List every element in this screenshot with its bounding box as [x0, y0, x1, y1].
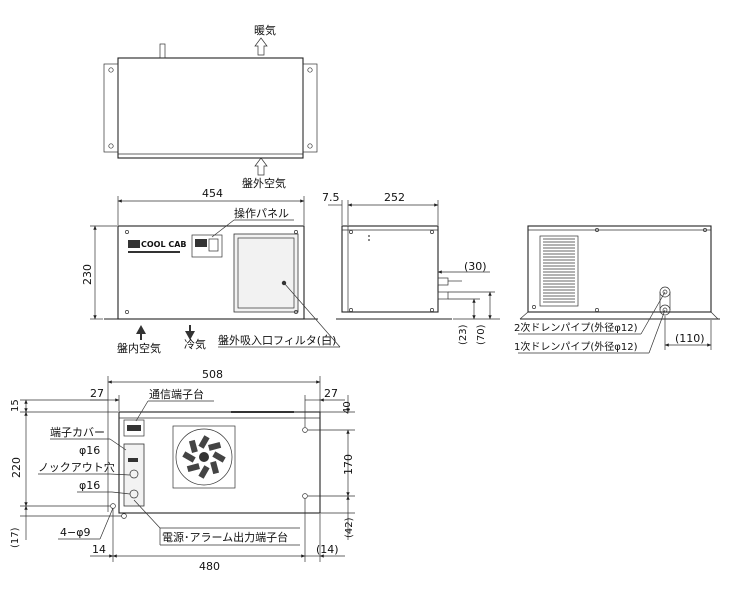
terminal-cover-label: 端子カバー — [50, 426, 105, 439]
fan-icon — [175, 428, 233, 486]
side-dim-70: (70) — [476, 324, 487, 345]
overall-width-dim: 508 — [202, 368, 223, 381]
bottom-42-dim: (42) — [344, 517, 355, 538]
outside-air-arrow-icon — [254, 157, 268, 176]
mount-view-body — [118, 411, 321, 514]
side-dim-30: (30) — [464, 260, 487, 273]
width-480-dim: 480 — [199, 560, 220, 573]
warm-air-arrow-icon — [254, 37, 268, 56]
inside-air-arrow-icon — [136, 325, 146, 340]
front-height-dim: 230 — [81, 264, 94, 285]
rear-grille — [539, 235, 579, 307]
cold-air-label: 冷気 — [184, 337, 206, 351]
front-width-dim: 454 — [202, 187, 223, 200]
fan-blade — [198, 435, 210, 449]
mount-hole-tr-icon — [302, 427, 308, 433]
left-27-dim: 27 — [90, 387, 104, 400]
power-terminal-label: 電源･アラーム出力端子台 — [162, 530, 288, 544]
operation-panel-label: 操作パネル — [234, 206, 289, 220]
front-view: COOL CAB 操作パネル 454 230 盤内空気 冷気 盤外吸入口フィルタ… — [81, 187, 341, 355]
fan-blade — [208, 441, 222, 451]
side-view-body — [341, 225, 439, 313]
height-170-dim: 170 — [342, 454, 355, 475]
top-view: 暖気 盤外空気 — [103, 23, 318, 190]
fan-guard — [172, 425, 236, 489]
brand-underline — [128, 251, 180, 253]
top-view-right-flange — [302, 63, 318, 153]
filter-label: 盤外吸入口フィルタ(白) — [218, 333, 336, 347]
phi16-lower-label: φ16 — [79, 479, 100, 492]
top-15-dim: 15 — [10, 399, 21, 412]
phi16-upper-label: φ16 — [79, 444, 100, 457]
mount-hole-br-icon — [302, 493, 308, 499]
knockout-hole-upper-icon — [129, 469, 139, 479]
warm-air-label: 暖気 — [254, 23, 276, 37]
knockout-label: ノックアウト穴 — [38, 460, 115, 474]
brand-logo-icon — [128, 240, 140, 248]
filter-panel — [233, 233, 299, 313]
comm-terminal-block — [123, 419, 145, 437]
fan-blade — [188, 439, 198, 453]
right-27-dim: 27 — [324, 387, 338, 400]
drain-pipe-1-label: 1次ドレンパイプ(外径φ12) — [514, 340, 638, 353]
outside-air-label: 盤外空気 — [242, 176, 286, 190]
bottom-17-dim: (17) — [10, 527, 21, 548]
top-view-pipe — [159, 43, 166, 59]
mount-view: 通信端子台 端子カバー φ16 ノックアウト穴 φ16 4−φ9 電源･アラーム… — [10, 368, 355, 573]
right-14-dim: (14) — [316, 543, 339, 556]
side-view: 252 7.5 (30) (23) (70) — [322, 191, 500, 345]
fan-blade — [198, 465, 210, 479]
operation-panel — [191, 234, 223, 258]
comm-terminal-label: 通信端子台 — [149, 387, 204, 401]
holes-label: 4−φ9 — [60, 526, 90, 539]
drain-pipe-2-label: 2次ドレンパイプ(外径φ12) — [514, 321, 638, 334]
rear-view: 2次ドレンパイプ(外径φ12) 1次ドレンパイプ(外径φ12) (110) — [514, 225, 720, 354]
top-view-left-flange — [103, 63, 119, 153]
fan-blade — [182, 451, 196, 463]
top-40-dim: 40 — [342, 401, 353, 414]
mount-hole-b-icon — [121, 513, 127, 519]
top-view-body — [117, 57, 304, 159]
fan-blade — [212, 451, 226, 463]
side-offset-dim: 7.5 — [322, 191, 340, 204]
side-dim-23: (23) — [458, 324, 469, 345]
fan-blade — [210, 461, 220, 475]
brand-label: COOL CAB — [141, 240, 187, 249]
side-drain-pipe — [437, 277, 449, 286]
mount-hole-bl-icon — [110, 503, 116, 509]
left-14-dim: 14 — [92, 543, 106, 556]
display-icon — [195, 239, 207, 247]
fan-blade — [186, 463, 200, 473]
cold-air-arrow-icon — [185, 325, 195, 340]
inside-air-label: 盤内空気 — [117, 341, 161, 355]
side-depth-dim: 252 — [384, 191, 405, 204]
rear-dim-110: (110) — [675, 332, 705, 345]
height-220-dim: 220 — [10, 457, 23, 478]
